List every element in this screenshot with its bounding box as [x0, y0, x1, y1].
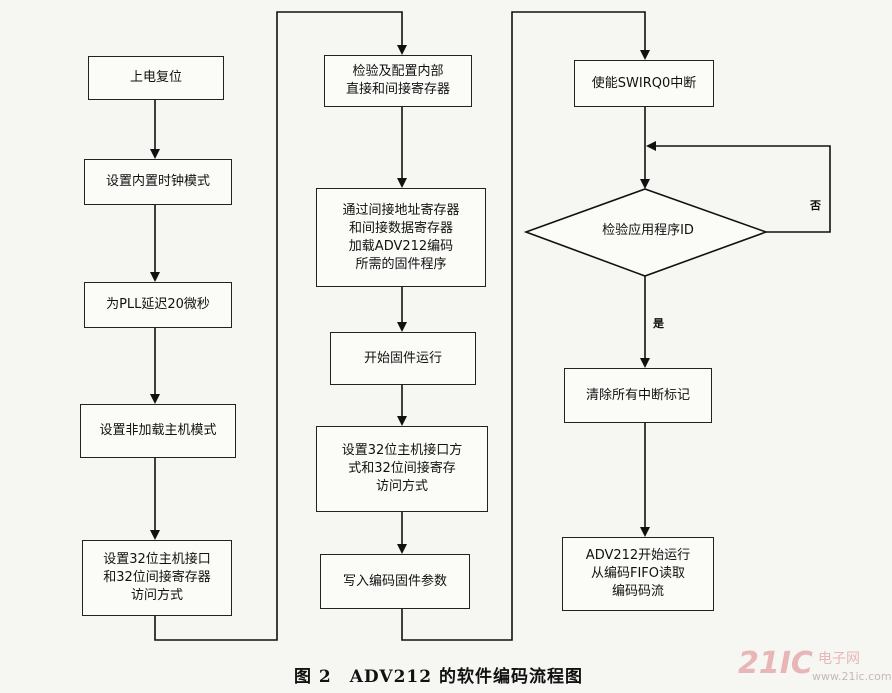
connector-col1-to-col2: [154, 11, 407, 641]
step-write-encode-params: 写入编码固件参数: [320, 554, 470, 609]
edge-label-yes: 是: [653, 317, 664, 330]
step-set-host-interface: 设置32位主机接口 和32位间接寄存器 访问方式: [82, 540, 232, 616]
step-set-host-port: 设置32位主机接口方 式和32位间接寄存 访问方式: [316, 426, 488, 512]
watermark-url: www.21ic.com: [812, 670, 892, 683]
figure-caption: 图 2 ADV212 的软件编码流程图: [294, 667, 583, 687]
watermark-logo: 21IC: [738, 646, 813, 681]
edge-label-no: 否: [810, 199, 821, 212]
step-load-firmware: 通过间接地址寄存器 和间接数据寄存器 加载ADV212编码 所需的固件程序: [316, 188, 486, 287]
loop-no-branch: [646, 141, 831, 233]
watermark-site: 电子网: [818, 651, 860, 667]
watermark: 21IC 电子网 www.21ic.com: [738, 646, 892, 690]
step-adv212-start: ADV212开始运行 从编码FIFO读取 编码码流: [562, 537, 714, 611]
step-power-on-reset: 上电复位: [88, 56, 224, 100]
step-set-non-boot-host: 设置非加载主机模式: [80, 404, 236, 458]
step-set-internal-clock: 设置内置时钟模式: [84, 159, 232, 205]
step-start-firmware: 开始固件运行: [330, 332, 476, 385]
step-check-config-registers: 检验及配置内部 直接和间接寄存器: [324, 55, 472, 107]
connector-col2-to-col3: [401, 11, 650, 641]
step-clear-interrupts: 清除所有中断标记: [564, 368, 712, 423]
decision-check-app-id: 检验应用程序ID: [602, 223, 694, 238]
step-pll-delay: 为PLL延迟20微秒: [84, 282, 232, 328]
step-enable-interrupt: 使能SWIRQ0中断: [574, 60, 714, 107]
